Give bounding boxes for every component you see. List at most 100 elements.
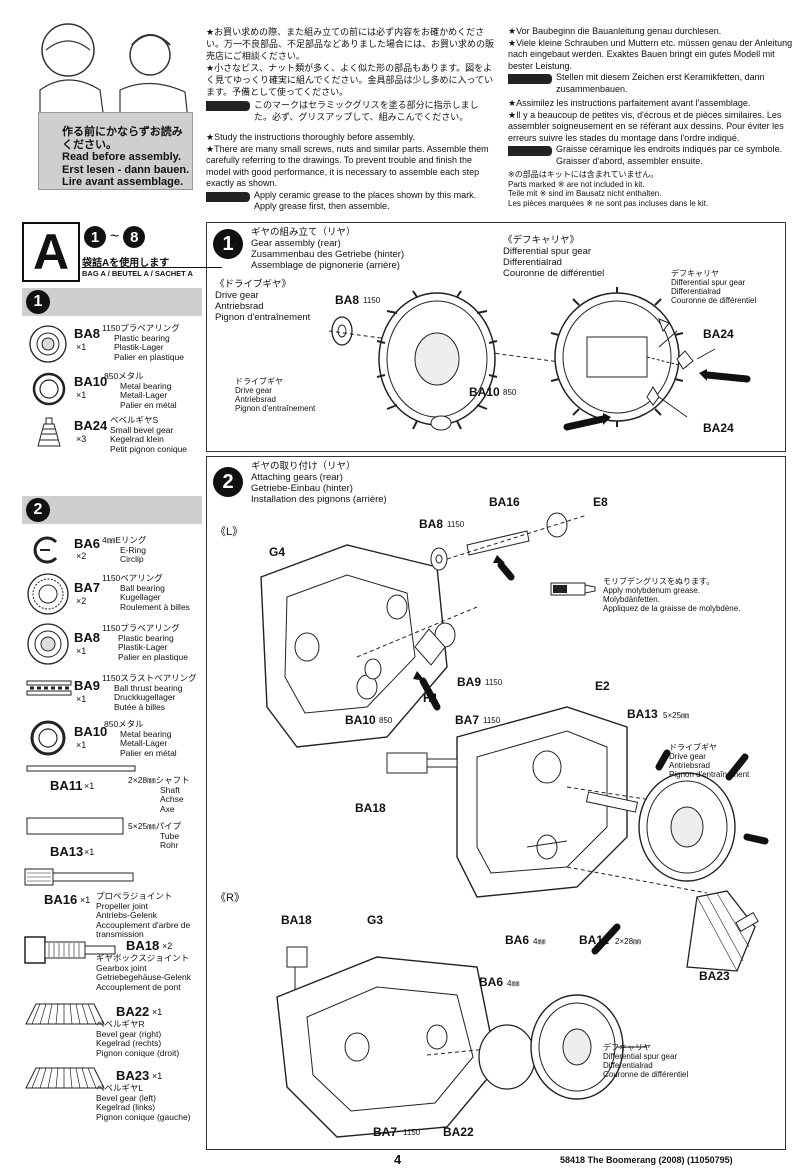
part-code: BA13 — [50, 844, 84, 859]
part-qty: ×1 — [84, 781, 95, 791]
drive-section-fr: Pignon d'entraînement — [215, 312, 311, 323]
thrust-bearing-icon — [26, 680, 72, 696]
part-qty: ×2 — [162, 941, 173, 951]
part-qty: ×1 — [152, 1071, 163, 1081]
part-fr: Axe — [160, 803, 175, 814]
jp-notes: ★お買い求めの際、また組み立ての前には必ず内容をお確かめください。万一不良部品、… — [206, 26, 496, 123]
en-notes: ★Study the instructions thoroughly befor… — [206, 132, 496, 213]
lbl-ba24-bottom: BA24 — [703, 421, 734, 435]
fr-grease-note: Graisse céramique les endroits indiqués … — [556, 144, 783, 166]
part-fr: Accouplement de pont — [96, 981, 181, 992]
lbl-ba7: BA7 — [455, 713, 480, 727]
product-code: 58418 The Boomerang (2008) (11050795) — [560, 1155, 733, 1165]
lbl-ba10-size: 850 — [379, 716, 393, 725]
plastic-bearing-icon — [27, 623, 69, 665]
grease-tube-icon — [550, 582, 596, 596]
part-en: Shaft — [160, 784, 180, 795]
lbl-ba7-size: 1150 — [483, 716, 501, 725]
sidebar-step2-bar: 2 — [22, 496, 202, 524]
not-included-en: Parts marked ※ are not included in kit. — [508, 179, 645, 189]
diff-callout-jp: デフキャリヤ — [603, 1043, 651, 1052]
part-jp: 5×25㎜パイプ — [128, 821, 182, 831]
part-jp: 850メタル — [104, 371, 144, 381]
jp-note-2: ★小さなビス、ナット類が多く、よく似た形の部品もあります。図をよく見てゆっくり確… — [206, 63, 494, 97]
diff-section-fr: Couronne de différentiel — [503, 268, 605, 279]
lbl-ba9: BA9 — [457, 675, 482, 689]
range-end-badge: 8 — [123, 226, 146, 248]
diff-callout-de: Differentialrad — [671, 287, 721, 296]
part-qty: ×1 — [76, 740, 87, 750]
part-jp: 1150ベアリング — [102, 573, 163, 583]
diff-callout-fr: Couronne de différentiel — [671, 296, 757, 305]
part-jp: ベベルギヤS — [110, 415, 159, 425]
metal-bearing-icon — [30, 720, 66, 756]
step1-title-de: Zusammenbau des Getriebe (hinter) — [251, 249, 405, 260]
ball-bearing-icon — [27, 573, 69, 615]
part-jp: 1150プラベアリング — [102, 623, 180, 633]
part-de: Kugellager — [120, 592, 161, 602]
lbl-ba8: BA8 — [419, 517, 444, 531]
sidebar-step1-parts: BA8 ×1 1150プラベアリング Plastic bearing Plast… — [22, 320, 204, 460]
bag-letter-box: A — [22, 222, 80, 282]
step2-title-en: Attaching gears (rear) — [251, 472, 343, 483]
part-fr: Palier en métal — [120, 747, 177, 758]
part-code: BA22 — [116, 1004, 150, 1019]
part-row: BA11 ×1 2×28㎜シャフト Shaft Achse Axe — [22, 762, 204, 814]
part-code: BA10 — [74, 374, 108, 389]
lbl-ba8: BA8 — [335, 293, 360, 307]
tube-icon — [26, 817, 124, 835]
lbl-ba8-size: 1150 — [363, 296, 381, 305]
drive-gear-callout-en: Drive gear — [235, 386, 272, 395]
part-code: BA23 — [116, 1068, 150, 1083]
lbl-ba10: BA10 — [345, 713, 376, 727]
lbl-ba18-lower: BA18 — [281, 913, 312, 927]
de-note-2: ★Viele kleine Schrauben und Muttern etc.… — [508, 37, 793, 71]
moly-fr: Appliquez de la graisse de molybdène. — [603, 604, 741, 613]
step1-title-jp: ギヤの組み立て（リヤ） — [251, 227, 356, 238]
part-de: Getriebegehäuse-Gelenk — [96, 972, 191, 982]
part-jp: 1150プラベアリング — [102, 323, 180, 333]
moly-jp: モリブデングリスをぬります。 — [603, 577, 715, 586]
lbl-h1: H1 — [423, 691, 439, 705]
part-fr: Roulement à billes — [120, 601, 190, 612]
diff-callout-en: Differential spur gear — [603, 1052, 678, 1061]
step2-panel: 2 ギヤの取り付け（リヤ） Attaching gears (rear) Get… — [206, 456, 786, 1150]
part-en: Bevel gear (right) — [96, 1028, 162, 1039]
part-en: Plastic bearing — [114, 332, 170, 343]
part-de: Plastik-Lager — [114, 342, 164, 352]
part-code: BA6 — [74, 536, 101, 551]
part-code: BA8 — [74, 326, 101, 341]
part-jp: 1150スラストベアリング — [102, 673, 197, 683]
right-side-label: 《R》 — [215, 892, 245, 904]
lbl-g3: G3 — [367, 913, 384, 927]
lbl-ba18: BA18 — [355, 801, 386, 815]
part-qty: ×1 — [152, 1007, 163, 1017]
drive-gear-callout-en: Drive gear — [669, 752, 706, 761]
part-de: Kegelrad (links) — [96, 1102, 156, 1112]
lbl-ba16: BA16 — [489, 495, 520, 509]
bag-multi: BAG A / BEUTEL A / SACHET A — [82, 267, 222, 278]
lbl-ba8-size: 1150 — [447, 520, 465, 529]
grease-mark-icon — [206, 191, 250, 202]
read-before-en: Read before assembly. — [62, 151, 182, 163]
grease-mark-icon — [508, 74, 552, 84]
not-included-de: Teile mit ※ sind im Bausatz nicht enthal… — [508, 189, 662, 198]
part-qty: ×1 — [76, 694, 87, 704]
not-included-jp: ※の部品はキットには含まれていません。 — [508, 170, 659, 179]
part-jp: プロペラジョイント — [96, 891, 173, 901]
bag-jp: 袋詰Aを使用します — [82, 258, 170, 269]
part-row: BA9 ×1 1150スラストベアリング Ball thrust bearing… — [22, 670, 204, 716]
part-row: BA22 ×1 ベベルギヤR Bevel gear (right) Kegelr… — [22, 998, 204, 1062]
part-row: BA16 ×1 プロペラジョイント Propeller joint Antrie… — [22, 864, 204, 939]
part-fr: Pignon conique (droit) — [96, 1047, 180, 1058]
part-row: BA6 ×2 4㎜Eリング E-Ring Circlip — [22, 530, 204, 570]
jp-note-1: ★お買い求めの際、また組み立ての前には必ず内容をお確かめください。万一不良部品、… — [206, 27, 495, 61]
drive-gear-callout-jp: ドライブギヤ — [669, 743, 717, 752]
step1-title-fr: Assemblage de pignonerie (arrière) — [251, 260, 400, 271]
part-code: BA8 — [74, 630, 101, 645]
diff-callout-fr: Couronne de différentiel — [603, 1070, 689, 1079]
not-included-fr: Les pièces marquées ※ ne sont pas inclus… — [508, 198, 709, 208]
diff-callout-de: Differentialrad — [603, 1061, 653, 1070]
diff-section-de: Differentialrad — [503, 257, 562, 268]
lbl-ba7-lower-size: 1150 — [403, 1128, 421, 1137]
